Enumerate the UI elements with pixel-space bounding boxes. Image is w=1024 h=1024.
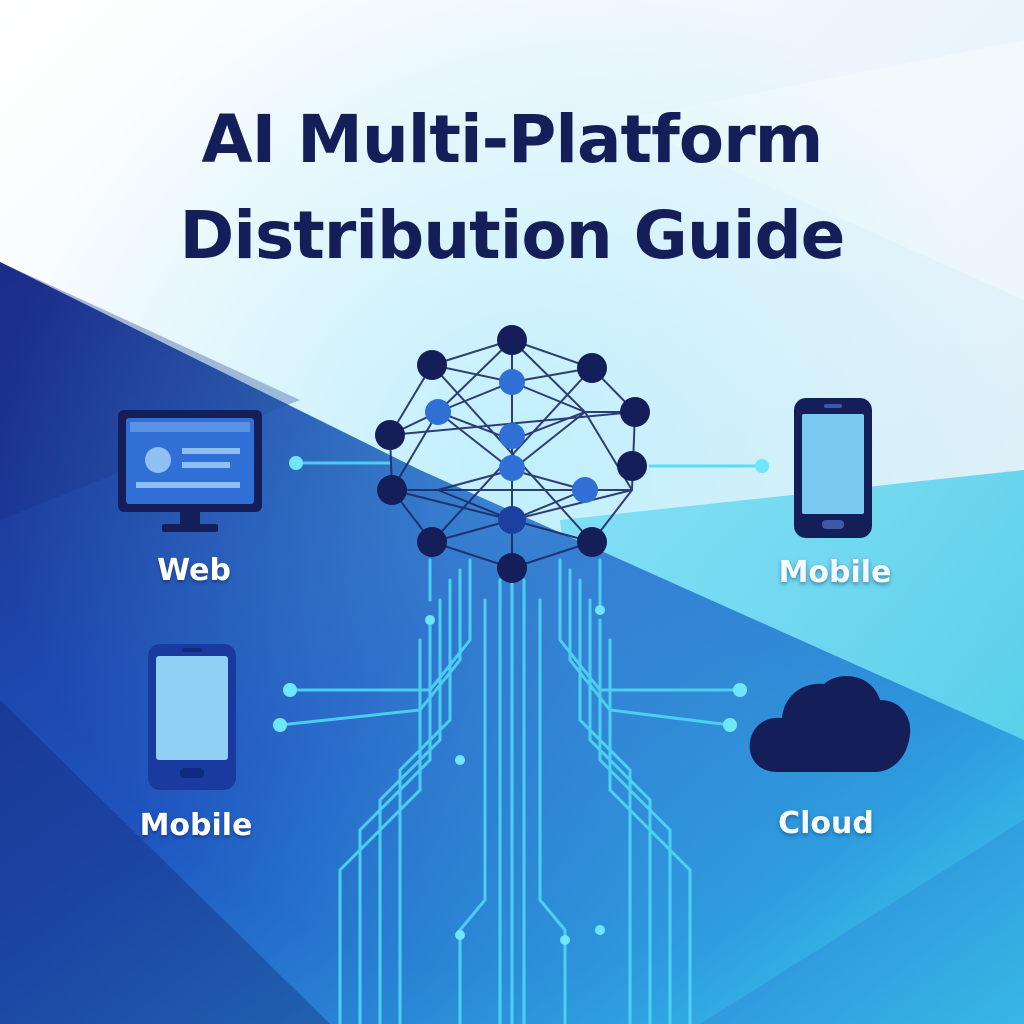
neural-network-icon xyxy=(375,325,650,583)
title-line-2: Distribution Guide xyxy=(179,197,846,274)
smartphone-icon xyxy=(148,644,236,790)
title-line-1: AI Multi-Platform xyxy=(201,101,824,178)
cloud-icon xyxy=(749,676,911,772)
platform-label-cloud: Cloud xyxy=(778,806,874,841)
platform-label-mobile-right: Mobile xyxy=(778,555,892,590)
smartphone-icon xyxy=(794,398,872,538)
platform-label-web: Web xyxy=(157,553,231,588)
poster-title: AI Multi-Platform Distribution Guide xyxy=(0,92,1024,284)
monitor-icon xyxy=(118,410,262,532)
platform-label-mobile-left: Mobile xyxy=(139,808,253,843)
